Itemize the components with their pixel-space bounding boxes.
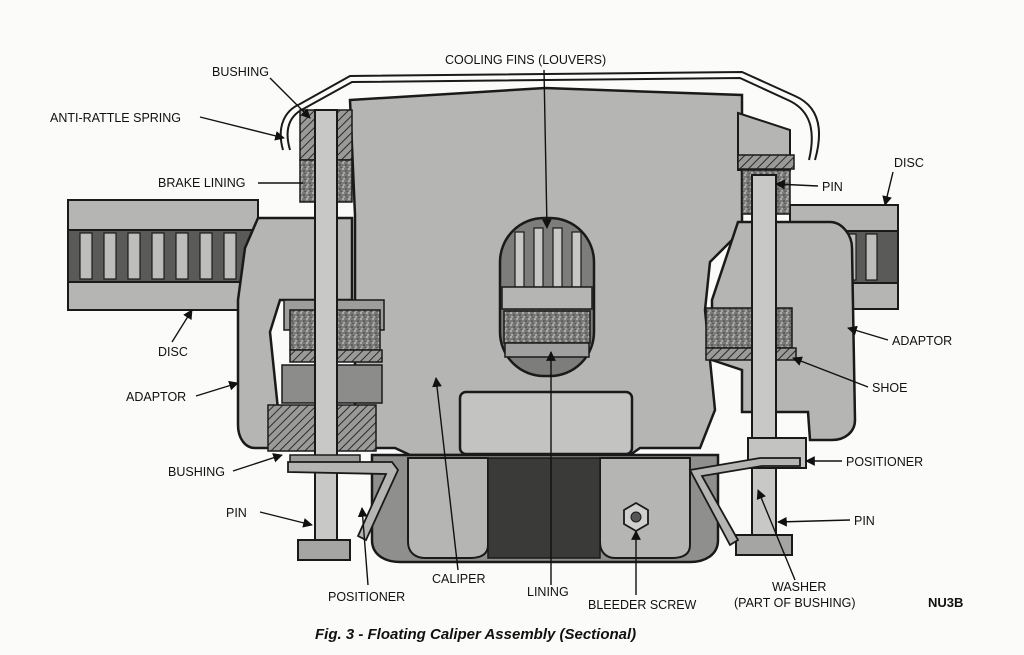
figure-code: NU3B	[928, 595, 963, 610]
label-disc-left: DISC	[158, 345, 188, 359]
label-pin-left: PIN	[226, 506, 247, 520]
piston-dark	[487, 457, 601, 559]
right-pin-assembly	[705, 111, 857, 556]
leader-disc-left	[171, 309, 193, 343]
left-pin-assembly	[267, 109, 385, 561]
leader-pin-right-bottom	[777, 516, 851, 527]
label-anti-rattle-spring: ANTI-RATTLE SPRING	[50, 111, 181, 125]
label-bushing-top: BUSHING	[212, 65, 269, 79]
leader-caliper	[432, 377, 459, 571]
label-positioner-left: POSITIONER	[328, 590, 405, 604]
piston-cup-left	[407, 457, 489, 559]
label-positioner-right: POSITIONER	[846, 455, 923, 469]
label-adaptor-right: ADAPTOR	[892, 334, 952, 348]
leader-pin-right-top	[775, 179, 819, 190]
label-pin-right-top: PIN	[822, 180, 843, 194]
positioner-right-clip	[688, 457, 801, 547]
leader-anti-rattle	[199, 116, 285, 141]
figure-caption: Fig. 3 - Floating Caliper Assembly (Sect…	[315, 626, 636, 643]
leader-shoe	[792, 356, 869, 388]
leader-positioner-left	[357, 507, 369, 586]
leader-adaptor-left	[195, 380, 239, 397]
label-brake-lining: BRAKE LINING	[158, 176, 246, 190]
label-bushing-bottom: BUSHING	[168, 465, 225, 479]
cooling-fins-window	[498, 216, 596, 378]
label-disc-right: DISC	[894, 156, 924, 170]
bleeder-screw	[623, 501, 649, 533]
label-cooling-fins: COOLING FINS (LOUVERS)	[445, 53, 606, 67]
label-shoe: SHOE	[872, 381, 907, 395]
label-bleeder-screw: BLEEDER SCREW	[588, 598, 697, 612]
label-caliper: CALIPER	[432, 572, 486, 586]
label-adaptor-left: ADAPTOR	[126, 390, 186, 404]
piston-block	[458, 390, 634, 456]
label-lining: LINING	[527, 585, 569, 599]
leader-cooling-fins	[541, 69, 552, 229]
label-washer-note: (PART OF BUSHING)	[734, 596, 856, 610]
anti-rattle-spring	[279, 70, 820, 161]
leader-adaptor-right	[847, 325, 889, 341]
leader-disc-right	[882, 171, 894, 206]
disc-left	[67, 199, 259, 311]
label-washer: WASHER	[772, 580, 826, 594]
positioner-left-clip	[287, 461, 400, 542]
leader-bushing-top	[269, 77, 311, 119]
leader-pin-left	[259, 511, 313, 528]
label-pin-right-bottom: PIN	[854, 514, 875, 528]
leader-washer	[756, 489, 796, 581]
leader-bushing-bottom	[232, 453, 283, 472]
